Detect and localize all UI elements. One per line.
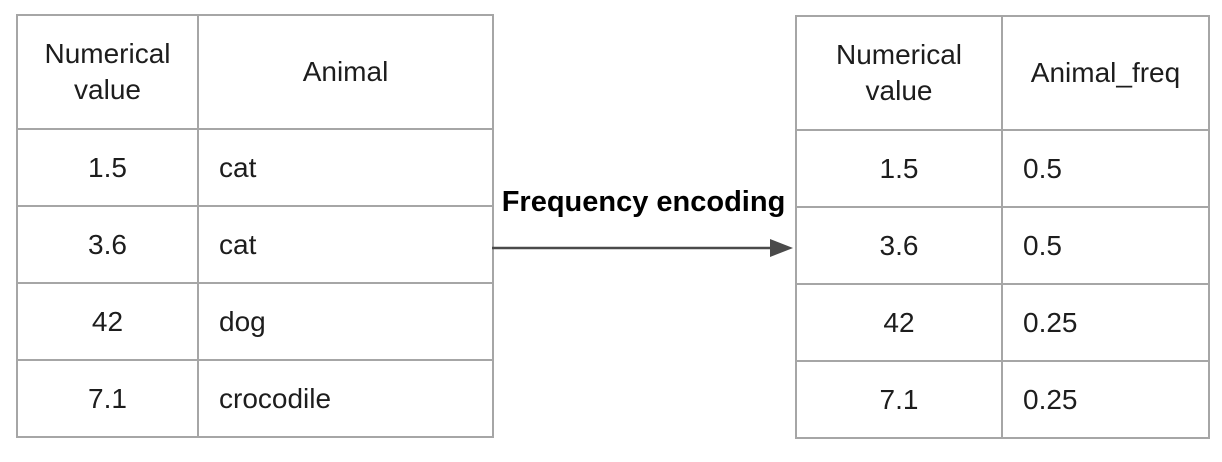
- column-header-numerical-value: Numerical value: [16, 14, 199, 130]
- table-cell: dog: [197, 282, 494, 361]
- right-table: Numerical value Animal_freq 1.5 0.5 3.6 …: [795, 15, 1210, 439]
- table-cell: 3.6: [16, 205, 199, 284]
- table-header-row: Numerical value Animal_freq: [795, 15, 1210, 131]
- table-cell: 0.25: [1001, 360, 1210, 439]
- table-row: 42 dog: [16, 282, 494, 361]
- transformation-label: Frequency encoding: [501, 186, 786, 218]
- column-header-animal: Animal: [197, 14, 494, 130]
- table-cell: 1.5: [795, 129, 1003, 208]
- table-cell: 1.5: [16, 128, 199, 207]
- table-row: 1.5 cat: [16, 128, 494, 207]
- table-cell: 7.1: [16, 359, 199, 438]
- table-row: 3.6 cat: [16, 205, 494, 284]
- table-cell: 42: [795, 283, 1003, 362]
- table-cell: 0.5: [1001, 206, 1210, 285]
- table-row: 7.1 0.25: [795, 360, 1210, 439]
- table-header-row: Numerical value Animal: [16, 14, 494, 130]
- table-cell: cat: [197, 205, 494, 284]
- table-cell: 42: [16, 282, 199, 361]
- table-cell: crocodile: [197, 359, 494, 438]
- table-cell: 7.1: [795, 360, 1003, 439]
- table-cell: 0.5: [1001, 129, 1210, 208]
- table-row: 3.6 0.5: [795, 206, 1210, 285]
- table-cell: 3.6: [795, 206, 1003, 285]
- left-table: Numerical value Animal 1.5 cat 3.6 cat 4…: [16, 14, 494, 438]
- column-header-numerical-value: Numerical value: [795, 15, 1003, 131]
- table-row: 42 0.25: [795, 283, 1210, 362]
- table-cell: 0.25: [1001, 283, 1210, 362]
- table-row: 1.5 0.5: [795, 129, 1210, 208]
- table-cell: cat: [197, 128, 494, 207]
- column-header-animal-freq: Animal_freq: [1001, 15, 1210, 131]
- table-row: 7.1 crocodile: [16, 359, 494, 438]
- right-arrow-icon: [492, 234, 795, 262]
